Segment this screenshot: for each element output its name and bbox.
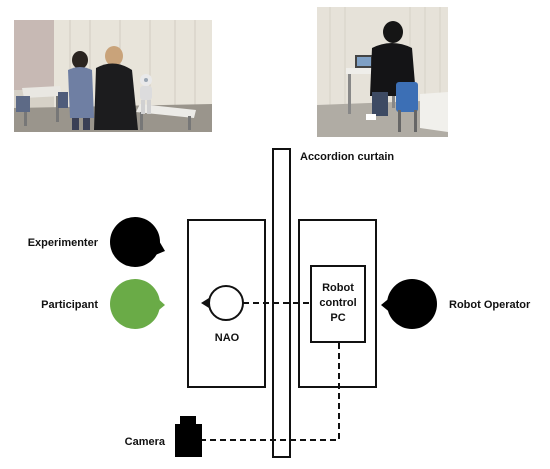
camera-label: Camera xyxy=(125,436,166,448)
robot-operator-icon xyxy=(381,279,437,329)
experimenter-label: Experimenter xyxy=(28,237,99,249)
pc-label-line1: Robot xyxy=(322,282,354,294)
camera-pc-link xyxy=(200,343,340,441)
experimenter-icon xyxy=(110,217,165,267)
robot-control-pc-box xyxy=(310,265,366,343)
curtain-label: Accordion curtain xyxy=(300,151,394,163)
photo-operator-room xyxy=(317,7,448,137)
participant-label: Participant xyxy=(41,299,98,311)
nao-robot-icon xyxy=(201,285,244,321)
pc-label-line2: control xyxy=(319,297,356,309)
pc-label-line3: PC xyxy=(330,312,345,324)
nao-label: NAO xyxy=(215,332,240,344)
camera-icon xyxy=(175,416,202,457)
photo-experiment-room xyxy=(14,20,212,132)
operator-label: Robot Operator xyxy=(449,299,531,311)
participant-icon xyxy=(110,279,165,329)
